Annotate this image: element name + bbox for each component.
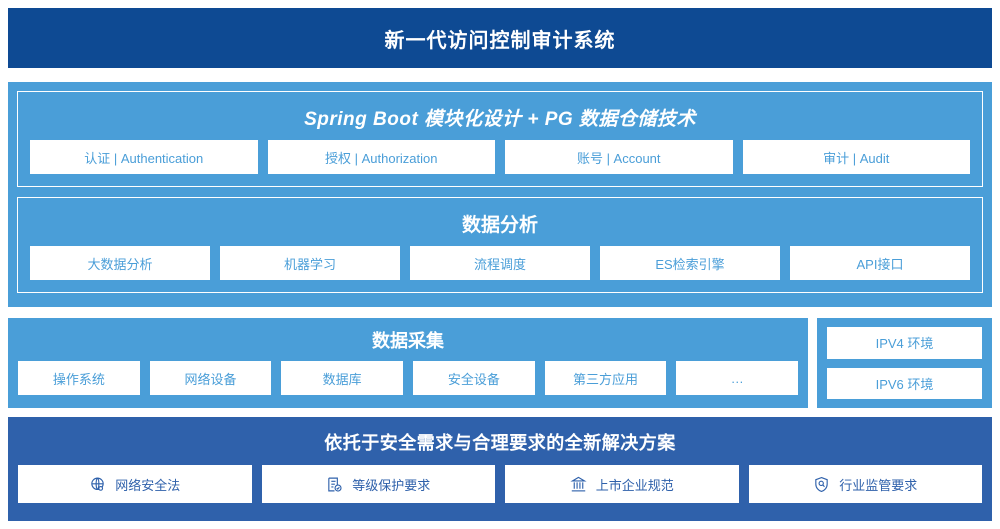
- module-label: 流程调度: [473, 256, 526, 272]
- source-third-party-app[interactable]: 第三方应用: [544, 361, 667, 395]
- module-label: 授权 | Authorization: [325, 150, 438, 166]
- module-es-search-engine[interactable]: ES检索引擎: [600, 246, 780, 280]
- module-machine-learning[interactable]: 机器学习: [220, 246, 400, 280]
- module-audit[interactable]: 审计 | Audit: [742, 140, 970, 174]
- module-label: ES检索引擎: [655, 256, 725, 272]
- environment-box: IPV4 环境 IPV6 环境: [817, 318, 992, 408]
- source-operating-system[interactable]: 操作系统: [18, 361, 140, 395]
- solution-item-label: 网络安全法: [115, 477, 181, 493]
- source-label: 网络设备: [184, 371, 237, 387]
- solution-item-label: 行业监管要求: [839, 477, 918, 493]
- application-layer-title: Spring Boot 模块化设计 + PG 数据仓储技术: [304, 109, 696, 130]
- analysis-layer-box: 数据分析 大数据分析 机器学习 流程调度 ES检索引擎 API接口: [17, 197, 983, 293]
- collection-layer-title: 数据采集: [372, 331, 444, 351]
- module-label: 账号 | Account: [576, 150, 661, 166]
- environment-ipv6[interactable]: IPV6 环境: [827, 367, 982, 399]
- module-authorization[interactable]: 授权 | Authorization: [267, 140, 495, 174]
- collection-layer-box: 数据采集 操作系统 网络设备 数据库 安全设备 第三方应用 …: [8, 318, 808, 408]
- solution-item-row: 网络安全法 等级保护要求: [18, 465, 982, 503]
- module-account[interactable]: 账号 | Account: [505, 140, 733, 174]
- analysis-layer-title: 数据分析: [461, 215, 538, 236]
- bank-building-icon: [570, 476, 587, 493]
- module-api-interface[interactable]: API接口: [790, 246, 970, 280]
- source-more[interactable]: …: [676, 361, 799, 395]
- module-label: API接口: [856, 256, 904, 272]
- solution-item-label: 等级保护要求: [352, 477, 431, 493]
- application-layer-box: Spring Boot 模块化设计 + PG 数据仓储技术 认证 | Authe…: [17, 91, 983, 187]
- module-label: 大数据分析: [87, 256, 153, 272]
- solution-title: 依托于安全需求与合理要求的全新解决方案: [324, 433, 676, 453]
- solution-item-label: 上市企业规范: [595, 477, 674, 493]
- solution-panel: 依托于安全需求与合理要求的全新解决方案 网络安全法: [8, 417, 992, 521]
- panel-divider: [17, 187, 983, 197]
- module-authentication[interactable]: 认证 | Authentication: [30, 140, 258, 174]
- page-header: 新一代访问控制审计系统: [8, 8, 992, 68]
- environment-label: IPV4 环境: [875, 336, 934, 352]
- source-label: 安全设备: [447, 371, 500, 387]
- environment-ipv4[interactable]: IPV4 环境: [827, 327, 982, 359]
- application-analysis-panel: Spring Boot 模块化设计 + PG 数据仓储技术 认证 | Authe…: [8, 82, 992, 307]
- shield-search-icon: [813, 476, 830, 493]
- solution-item-cybersecurity-law[interactable]: 网络安全法: [18, 465, 252, 503]
- collection-row: 数据采集 操作系统 网络设备 数据库 安全设备 第三方应用 … IPV4 环境 …: [8, 318, 992, 408]
- source-network-device[interactable]: 网络设备: [149, 361, 272, 395]
- source-security-device[interactable]: 安全设备: [413, 361, 535, 395]
- module-process-scheduling[interactable]: 流程调度: [410, 246, 590, 280]
- globe-network-icon: [89, 476, 106, 493]
- source-database[interactable]: 数据库: [281, 361, 404, 395]
- page-title: 新一代访问控制审计系统: [384, 29, 616, 52]
- collection-source-row: 操作系统 网络设备 数据库 安全设备 第三方应用 …: [18, 361, 799, 395]
- source-label: 第三方应用: [573, 371, 639, 387]
- source-label: 操作系统: [52, 371, 105, 387]
- module-label: 认证 | Authentication: [84, 150, 204, 166]
- module-big-data-analysis[interactable]: 大数据分析: [30, 246, 210, 280]
- source-label: …: [730, 370, 744, 386]
- module-label: 审计 | Audit: [823, 150, 890, 166]
- solution-item-listed-company-standard[interactable]: 上市企业规范: [505, 465, 739, 503]
- solution-item-classified-protection[interactable]: 等级保护要求: [261, 465, 495, 503]
- solution-item-industry-regulation[interactable]: 行业监管要求: [748, 465, 982, 503]
- source-label: 数据库: [322, 371, 362, 387]
- document-check-icon: [326, 476, 343, 493]
- analysis-module-row: 大数据分析 机器学习 流程调度 ES检索引擎 API接口: [30, 246, 970, 280]
- environment-label: IPV6 环境: [875, 376, 934, 392]
- application-module-row: 认证 | Authentication 授权 | Authorization 账…: [30, 140, 970, 174]
- module-label: 机器学习: [283, 256, 336, 272]
